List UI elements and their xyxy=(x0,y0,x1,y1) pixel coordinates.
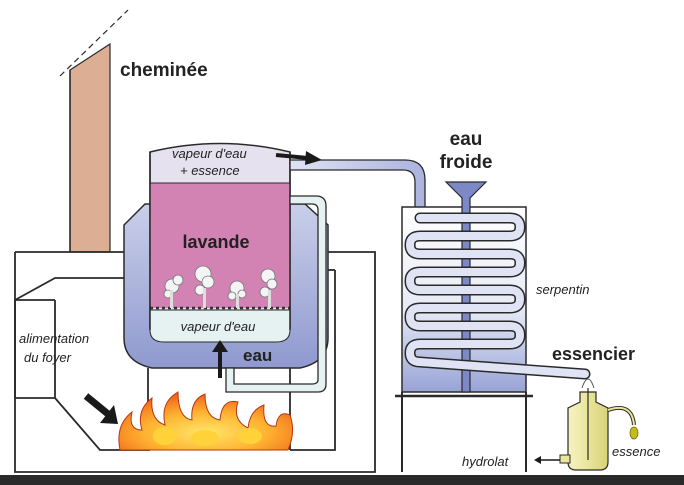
label-feed-2: du foyer xyxy=(24,350,72,365)
label-hydrolat: hydrolat xyxy=(462,454,510,469)
label-vapor-2: + essence xyxy=(180,163,240,178)
label-feed-1: alimentation xyxy=(19,331,89,346)
arrow-up-icon xyxy=(212,340,228,378)
arrow-down-right-icon xyxy=(83,393,118,424)
chimney xyxy=(59,9,129,253)
steam-puffs xyxy=(163,265,278,308)
label-water: eau xyxy=(243,346,272,365)
label-water-vapor: vapeur d'eau xyxy=(181,319,256,334)
label-essence: essence xyxy=(612,444,660,459)
arrow-right-icon xyxy=(275,151,322,165)
label-cold-water-2: froide xyxy=(440,152,493,173)
label-vapor-1: vapeur d'eau xyxy=(172,146,247,161)
coil xyxy=(404,212,591,380)
water-inlet xyxy=(225,195,327,393)
oil-drop xyxy=(629,426,639,440)
label-chimney: cheminée xyxy=(120,60,208,81)
label-cold-water-1: eau xyxy=(450,129,483,150)
essencier xyxy=(559,378,639,471)
label-coil: serpentin xyxy=(536,282,589,297)
fire xyxy=(118,391,294,451)
label-essencier: essencier xyxy=(552,344,635,364)
label-lavender: lavande xyxy=(182,232,249,252)
ground-line xyxy=(0,475,684,485)
arrow-left-icon xyxy=(534,456,560,464)
